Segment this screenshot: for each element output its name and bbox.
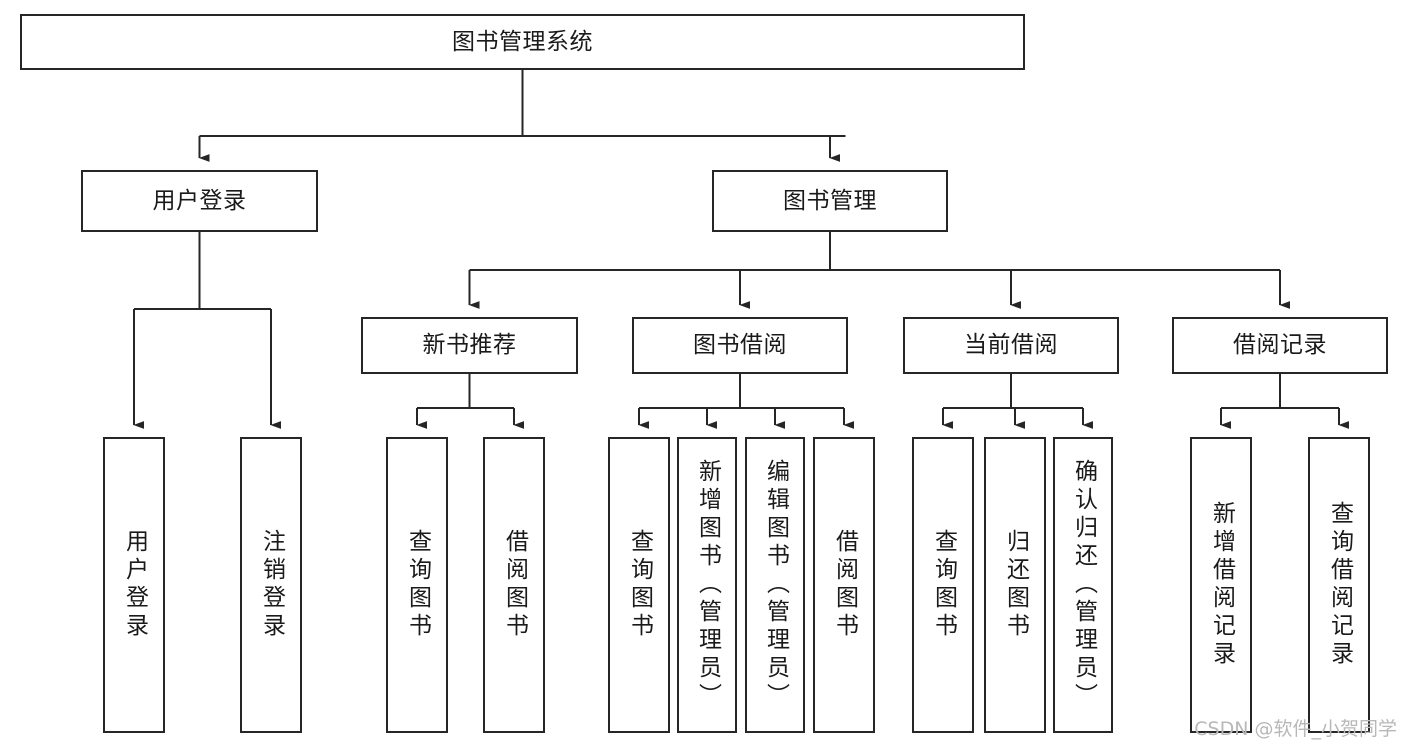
node-leaf-query-book-2-label: 查询图书: [626, 529, 653, 641]
node-user-login-label: 用户登录: [152, 187, 247, 214]
node-leaf-query-book-3-label: 查询图书: [930, 529, 957, 641]
node-leaf-query-book-2[interactable]: 查询图书: [608, 437, 670, 733]
node-current-borrow-label: 当前借阅: [964, 332, 1058, 359]
node-leaf-query-record-label: 查询借阅记录: [1326, 501, 1353, 669]
node-leaf-add-book-label: 新增图书（管理员）: [694, 459, 721, 711]
node-leaf-edit-book[interactable]: 编辑图书（管理员）: [745, 437, 805, 733]
node-leaf-borrow-book-2[interactable]: 借阅图书: [813, 437, 875, 733]
node-leaf-edit-book-label: 编辑图书（管理员）: [762, 459, 789, 711]
node-leaf-user-login-label: 用户登录: [121, 529, 148, 641]
node-user-login[interactable]: 用户登录: [81, 170, 318, 232]
node-leaf-logout-label: 注销登录: [258, 529, 285, 641]
node-new-book-rec[interactable]: 新书推荐: [361, 317, 578, 374]
node-root[interactable]: 图书管理系统: [20, 14, 1025, 70]
csdn-watermark: CSDN @软件_小贺同学: [1194, 718, 1397, 740]
node-leaf-return-book[interactable]: 归还图书: [984, 437, 1046, 733]
node-leaf-logout[interactable]: 注销登录: [240, 437, 302, 733]
node-leaf-borrow-book-1[interactable]: 借阅图书: [483, 437, 545, 733]
node-leaf-return-book-label: 归还图书: [1002, 529, 1029, 641]
node-book-borrow-label: 图书借阅: [693, 332, 787, 359]
node-leaf-borrow-book-2-label: 借阅图书: [831, 529, 858, 641]
node-leaf-query-book-1-label: 查询图书: [404, 529, 431, 641]
node-leaf-add-book[interactable]: 新增图书（管理员）: [677, 437, 737, 733]
node-leaf-add-record-label: 新增借阅记录: [1208, 501, 1235, 669]
node-borrow-record[interactable]: 借阅记录: [1172, 317, 1388, 374]
node-leaf-add-record[interactable]: 新增借阅记录: [1190, 437, 1252, 733]
node-leaf-query-record[interactable]: 查询借阅记录: [1308, 437, 1370, 733]
node-leaf-borrow-book-1-label: 借阅图书: [501, 529, 528, 641]
node-borrow-record-label: 借阅记录: [1233, 332, 1327, 359]
node-new-book-rec-label: 新书推荐: [422, 332, 517, 359]
node-leaf-user-login[interactable]: 用户登录: [103, 437, 165, 733]
node-book-manage[interactable]: 图书管理: [712, 170, 948, 232]
node-current-borrow[interactable]: 当前借阅: [903, 317, 1119, 374]
node-root-label: 图书管理系统: [452, 28, 593, 55]
node-leaf-query-book-3[interactable]: 查询图书: [912, 437, 974, 733]
node-book-manage-label: 图书管理: [783, 187, 877, 214]
node-leaf-confirm-return[interactable]: 确认归还（管理员）: [1053, 437, 1113, 733]
node-book-borrow[interactable]: 图书借阅: [632, 317, 848, 374]
node-leaf-query-book-1[interactable]: 查询图书: [386, 437, 448, 733]
node-leaf-confirm-return-label: 确认归还（管理员）: [1070, 459, 1097, 711]
